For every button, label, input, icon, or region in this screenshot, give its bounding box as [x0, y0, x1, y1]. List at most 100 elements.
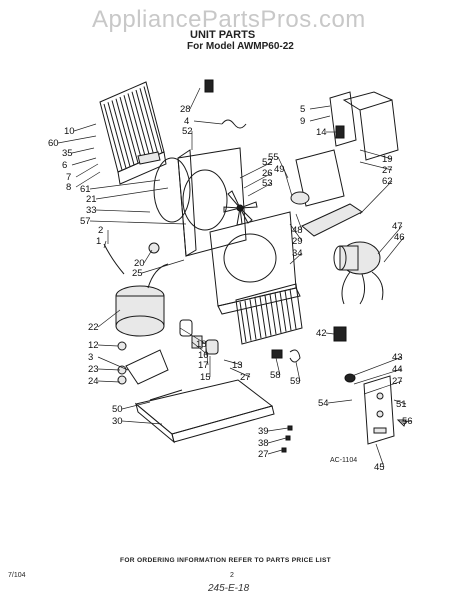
callout-58: 58 — [270, 357, 281, 381]
callout-leader — [359, 180, 393, 215]
callout-leader — [377, 225, 403, 255]
fan-motor — [333, 241, 384, 305]
callout-leader — [267, 427, 289, 432]
callout-56: 56 — [399, 416, 413, 427]
diagram-code: AC-1104 — [330, 457, 357, 464]
callout-label: 2 — [98, 225, 103, 236]
callout-leader — [267, 449, 283, 455]
callout-leader — [73, 123, 97, 132]
callout-15: 15 — [200, 356, 211, 383]
control-panel — [363, 375, 395, 445]
callout-leader — [193, 120, 223, 125]
callout-label: 51 — [396, 399, 407, 410]
callout-38: 38 — [258, 437, 287, 449]
callout-leader — [309, 105, 331, 110]
callout-leader — [393, 399, 407, 405]
callout-label: 39 — [258, 426, 269, 437]
callout-label: 1 — [96, 236, 101, 247]
callout-label: 52 — [262, 157, 273, 168]
callout-leader — [363, 380, 403, 395]
callout-45: 45 — [374, 443, 385, 473]
callout-1: 1 — [96, 236, 107, 249]
callout-leader — [89, 179, 161, 190]
callout-label: 15 — [200, 372, 211, 383]
callout-label: 45 — [374, 462, 385, 473]
callout-leader — [179, 327, 207, 345]
callout-label: 27 — [382, 165, 393, 176]
callout-leader — [97, 309, 121, 328]
callout-leader — [95, 209, 151, 213]
evaporator-panel — [209, 211, 301, 315]
callout-leader — [353, 368, 403, 385]
callout-label: 26 — [262, 168, 273, 179]
callout-30: 30 — [112, 416, 163, 427]
handwritten-note: 245-E-18 — [208, 583, 250, 594]
capacitor-42 — [333, 326, 347, 342]
callout-label: 23 — [88, 364, 99, 375]
callout-leader — [359, 161, 393, 171]
callout-label: 30 — [112, 416, 123, 427]
page-number: 2 — [230, 572, 234, 579]
callout-label: 55 — [268, 152, 279, 163]
callout-label: 13 — [232, 360, 243, 371]
callout-14: 14 — [316, 127, 336, 138]
coil-bracket — [137, 151, 161, 165]
callout-27: 27 — [363, 376, 403, 395]
callout-leader — [75, 171, 101, 188]
callout-leader — [141, 259, 185, 274]
callout-leader — [247, 182, 273, 197]
callout-label: 20 — [134, 258, 145, 269]
callout-label: 43 — [392, 352, 403, 363]
callout-leader — [143, 249, 153, 264]
callout-label: 29 — [292, 236, 303, 247]
clip-28 — [204, 79, 214, 93]
callout-label: 7 — [66, 172, 71, 183]
callout-57: 57 — [80, 216, 187, 227]
callout-leader — [75, 163, 99, 178]
callout-59: 59 — [290, 361, 301, 387]
base-pan — [134, 379, 275, 444]
callout-label: 21 — [86, 194, 97, 205]
callout-label: 10 — [64, 126, 75, 137]
callout-55: 55 — [268, 152, 289, 179]
callout-leader — [191, 341, 209, 356]
left-code: 7/104 — [8, 572, 26, 579]
callout-label: 6 — [62, 160, 67, 171]
callout-49: 49 — [274, 164, 293, 197]
callout-leader — [289, 223, 303, 242]
callout-leader — [97, 368, 121, 371]
tube-1 — [103, 243, 125, 275]
callout-label: 59 — [290, 376, 301, 387]
callout-19: 19 — [359, 149, 393, 165]
callout-leader — [189, 87, 201, 110]
grommet-24 — [117, 375, 127, 385]
callout-29: 29 — [289, 223, 303, 247]
callout-label: 28 — [180, 104, 191, 115]
callout-leader — [359, 149, 393, 160]
callout-53: 53 — [247, 178, 273, 197]
callout-48: 48 — [292, 213, 303, 236]
screw-38 — [285, 435, 291, 441]
callout-20: 20 — [134, 249, 153, 269]
spring-4 — [221, 119, 247, 129]
callout-label: 19 — [382, 154, 393, 165]
clip-14 — [335, 125, 345, 139]
callout-leader — [243, 172, 273, 189]
callout-label: 52 — [182, 126, 193, 137]
callout-label: 22 — [88, 322, 99, 333]
callout-13: 13 — [223, 359, 243, 371]
callout-leader — [97, 356, 129, 371]
model-subtitle: For Model AWMP60-22 — [187, 41, 294, 52]
callout-label: 33 — [86, 205, 97, 216]
callout-46: 46 — [383, 232, 405, 263]
callout-label: 38 — [258, 438, 269, 449]
evaporator-coil — [235, 283, 303, 345]
callout-leader — [277, 156, 289, 179]
callout-6: 6 — [62, 157, 97, 171]
callout-label: 44 — [392, 364, 403, 375]
callout-50: 50 — [112, 401, 151, 415]
callout-label: 53 — [262, 178, 273, 189]
callout-62: 62 — [359, 176, 393, 215]
callout-18: 18 — [179, 327, 207, 350]
